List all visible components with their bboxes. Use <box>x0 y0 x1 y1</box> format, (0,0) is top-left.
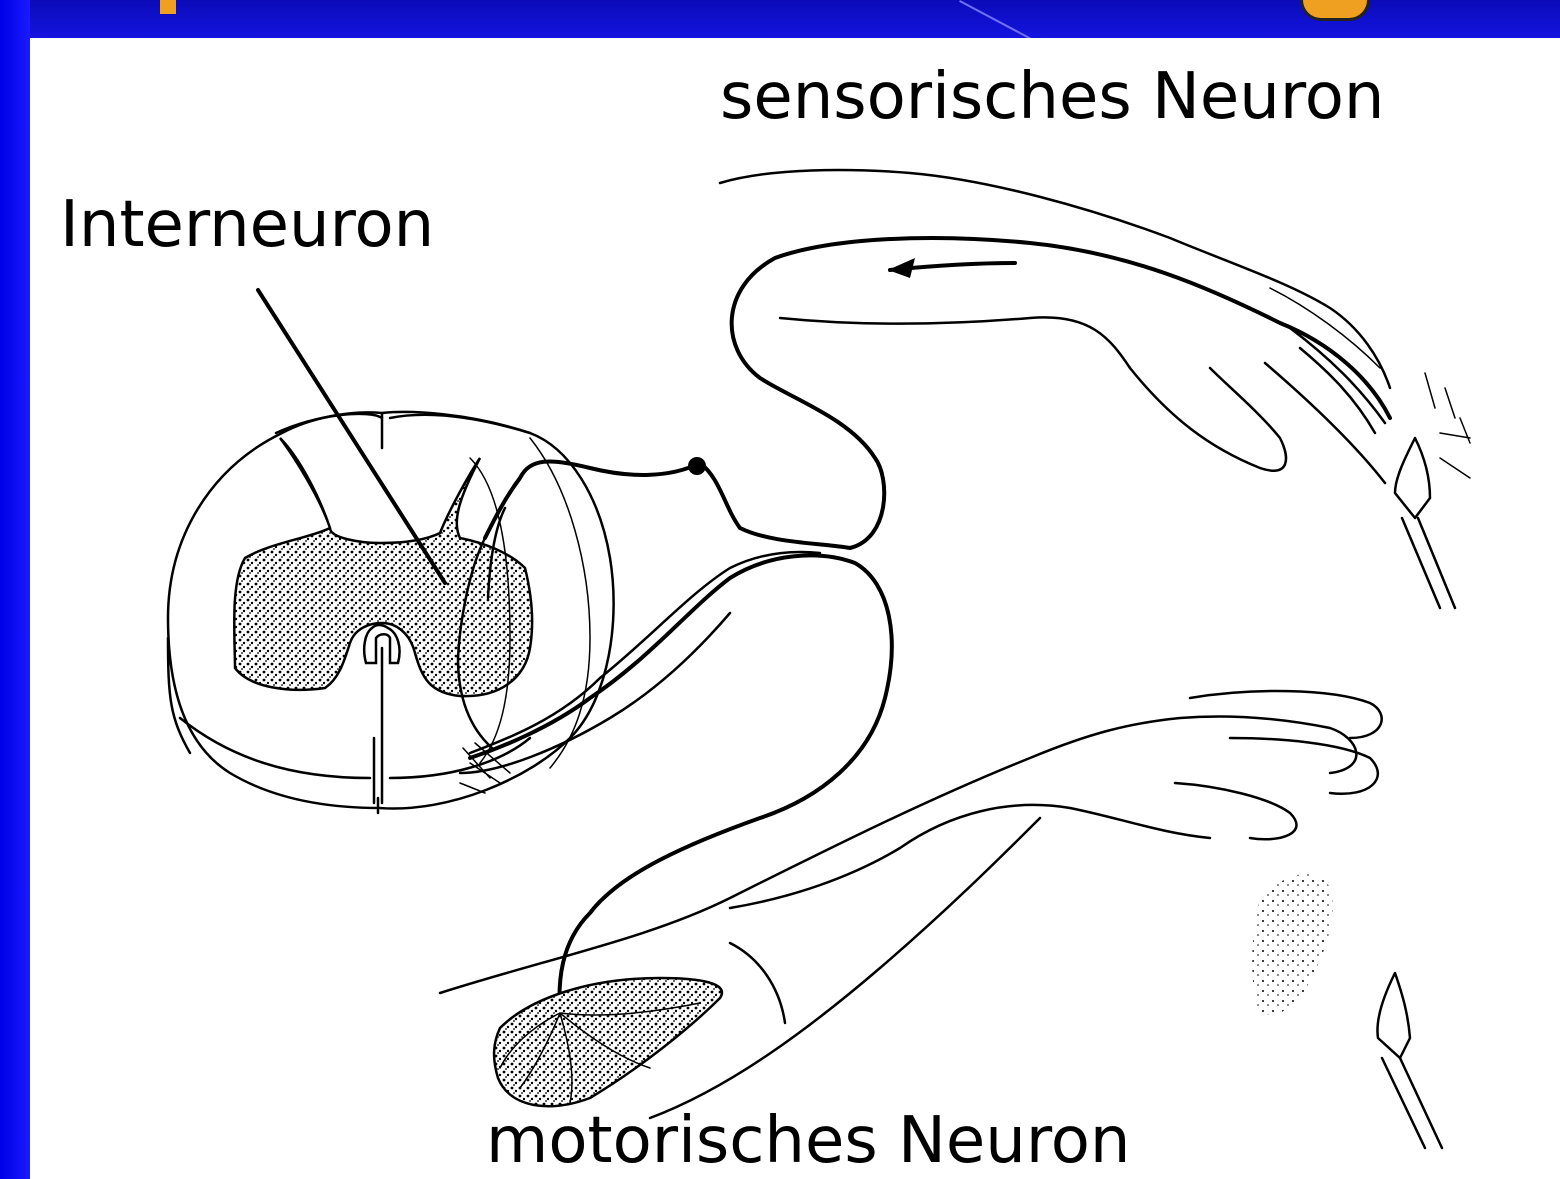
sensory-neuron-path <box>458 238 1390 748</box>
biceps-muscle <box>494 978 722 1106</box>
pin <box>1395 438 1430 518</box>
motor-neuron-label: motorisches Neuron <box>486 1104 1130 1178</box>
sensory-neuron-label: sensorisches Neuron <box>720 60 1384 134</box>
title-bar-diagonal <box>959 0 1031 39</box>
slide-left-border <box>0 0 30 1179</box>
reflex-arc-diagram: sensorisches Neuron Interneuron motorisc… <box>30 38 1560 1179</box>
interneuron-label: Interneuron <box>60 188 434 262</box>
lower-right-stimulus <box>1252 874 1442 1148</box>
sensory-cell-body <box>688 457 706 475</box>
title-fragment-right <box>1300 0 1370 21</box>
upper-hand-drawing <box>720 170 1470 608</box>
lower-arm-drawing <box>440 691 1382 1118</box>
spinal-cord-section <box>168 412 614 813</box>
title-fragment-left <box>160 0 176 14</box>
slide-title-bar <box>0 0 1560 38</box>
